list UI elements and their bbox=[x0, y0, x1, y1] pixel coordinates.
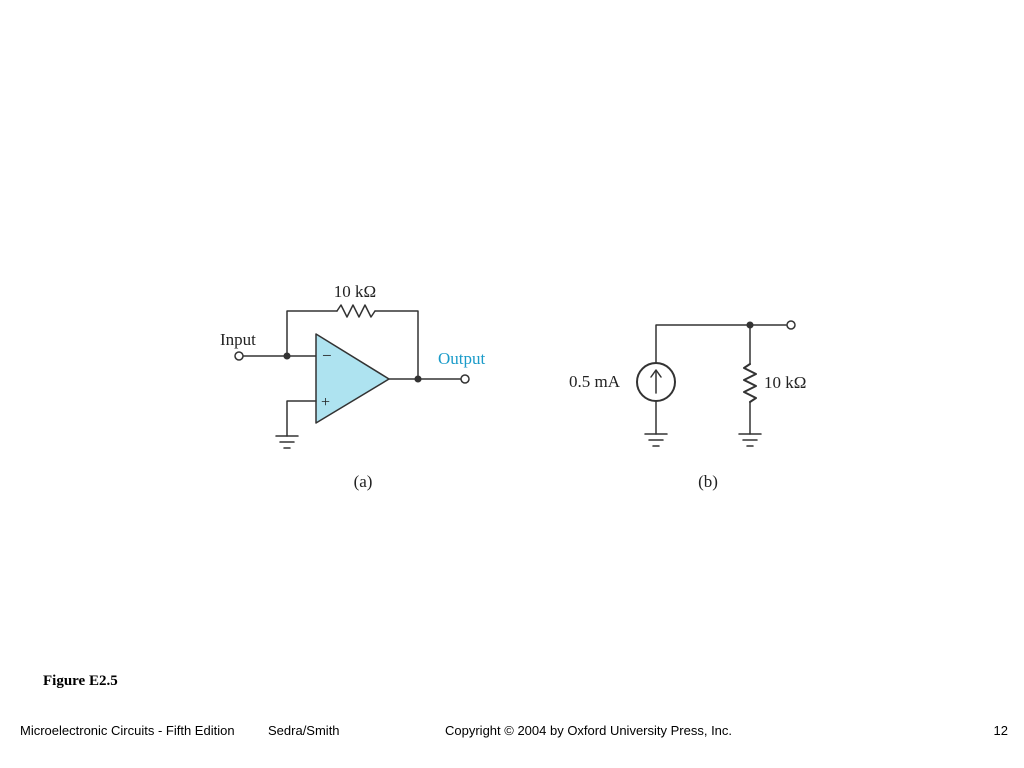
footer-page-number: 12 bbox=[993, 723, 1008, 738]
shunt-resistor-label: 10 kΩ bbox=[764, 373, 806, 392]
part-b-circuit bbox=[636, 320, 796, 447]
current-arrow-head bbox=[650, 369, 662, 378]
output-label: Output bbox=[438, 349, 486, 368]
shunt-resistor bbox=[743, 363, 757, 403]
part-b-label: (b) bbox=[698, 472, 718, 491]
figure-caption: Figure E2.5 bbox=[43, 673, 118, 689]
part-a-label: (a) bbox=[354, 472, 373, 491]
feedback-resistor-label: 10 kΩ bbox=[334, 282, 376, 301]
footer-authors: Sedra/Smith bbox=[268, 723, 340, 738]
plus-input-sign: + bbox=[321, 394, 330, 411]
input-label: Input bbox=[220, 330, 256, 349]
input-terminal bbox=[234, 351, 244, 361]
footer-copyright: Copyright © 2004 by Oxford University Pr… bbox=[445, 723, 733, 738]
ground-icon bbox=[644, 433, 668, 447]
part-a-circuit bbox=[234, 304, 470, 449]
minus-input-sign: − bbox=[322, 346, 332, 365]
output-terminal bbox=[460, 374, 470, 384]
feedback-resistor bbox=[336, 304, 376, 318]
output-terminal-b bbox=[786, 320, 796, 330]
feedback-wire-right bbox=[374, 310, 419, 380]
footer-book-title: Microelectronic Circuits - Fifth Edition bbox=[20, 723, 235, 738]
plus-input-wire bbox=[286, 400, 317, 437]
output-node bbox=[414, 375, 422, 383]
ground-icon bbox=[275, 435, 299, 449]
top-wire bbox=[655, 324, 787, 364]
op-amp-triangle bbox=[315, 333, 390, 424]
feedback-wire bbox=[286, 310, 338, 357]
input-node bbox=[283, 352, 291, 360]
ground-icon bbox=[738, 433, 762, 447]
current-source-label: 0.5 mA bbox=[569, 372, 621, 391]
